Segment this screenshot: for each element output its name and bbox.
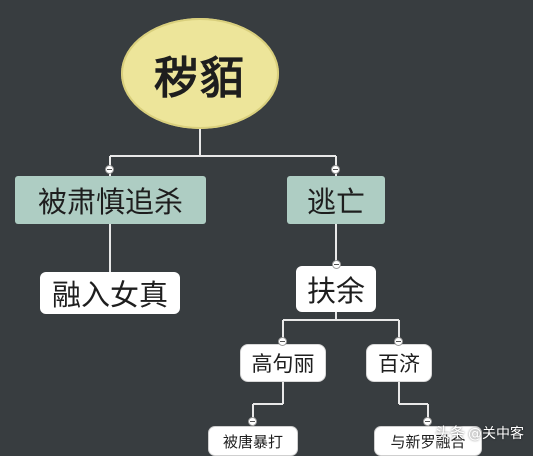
- watermark-handle: @关中客: [468, 425, 525, 442]
- collapse-toggle-icon[interactable]: [105, 165, 114, 174]
- collapse-toggle-icon[interactable]: [278, 337, 287, 346]
- collapse-toggle-icon[interactable]: [423, 417, 432, 426]
- node-goguryeo[interactable]: 高句丽: [240, 344, 326, 382]
- node-baekje[interactable]: 百济: [366, 344, 432, 382]
- node-buyeo[interactable]: 扶余: [296, 266, 376, 312]
- node-tang-defeat[interactable]: 被唐暴打: [208, 426, 298, 456]
- collapse-toggle-icon[interactable]: [332, 260, 341, 269]
- root-node[interactable]: 秽貊: [121, 18, 279, 129]
- collapse-toggle-icon[interactable]: [331, 165, 340, 174]
- collapse-toggle-icon[interactable]: [394, 337, 403, 346]
- branch-node-flee[interactable]: 逃亡: [287, 176, 385, 224]
- watermark: 头条 @关中客: [435, 422, 524, 443]
- collapse-toggle-icon[interactable]: [248, 417, 257, 426]
- branch-node-pursued[interactable]: 被肃慎追杀: [15, 176, 206, 224]
- node-silla-merge[interactable]: 与新罗融合: [374, 426, 482, 456]
- watermark-logo: 头条: [435, 424, 466, 442]
- node-jurchen[interactable]: 融入女真: [40, 272, 180, 314]
